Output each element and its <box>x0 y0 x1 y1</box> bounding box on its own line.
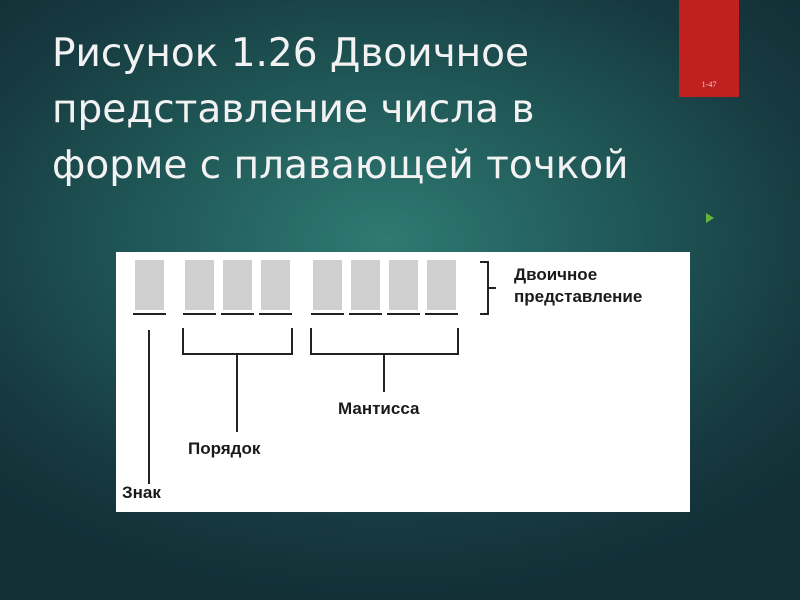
bit-cells <box>135 260 456 310</box>
title-line-1: Рисунок 1.26 Двоичное <box>52 31 529 76</box>
binary-representation-label: Двоичное представление <box>514 264 642 308</box>
bit-cell-mantissa-3 <box>389 260 418 310</box>
mantissa-label: Мантисса <box>338 399 420 418</box>
binary-bracket <box>480 261 496 315</box>
slide-number-tab: 1-47 <box>679 0 739 97</box>
order-label: Порядок <box>188 439 261 458</box>
float-format-figure: Двоичное представление Мантисса Порядок … <box>116 252 690 512</box>
bit-cell-order-3 <box>261 260 290 310</box>
play-arrow-icon <box>706 213 714 223</box>
order-bracket <box>182 328 293 432</box>
sign-label: Знак <box>122 483 161 502</box>
figure-diagram <box>133 260 496 484</box>
binary-label-line-2: представление <box>514 287 643 306</box>
mantissa-bracket <box>310 328 459 392</box>
slide-number: 1-47 <box>701 80 717 89</box>
slide-title: Рисунок 1.26 Двоичное представление числ… <box>52 26 692 194</box>
bit-cell-mantissa-2 <box>351 260 380 310</box>
bit-cell-mantissa-4 <box>427 260 456 310</box>
title-line-2: представление числа в <box>52 87 535 132</box>
title-line-3: форме с плавающей точкой <box>52 143 629 188</box>
bit-cell-order-2 <box>223 260 252 310</box>
binary-label-line-1: Двоичное <box>514 265 598 284</box>
bit-cell-order-1 <box>185 260 214 310</box>
bit-cell-mantissa-1 <box>313 260 342 310</box>
bit-cell-sign <box>135 260 164 310</box>
